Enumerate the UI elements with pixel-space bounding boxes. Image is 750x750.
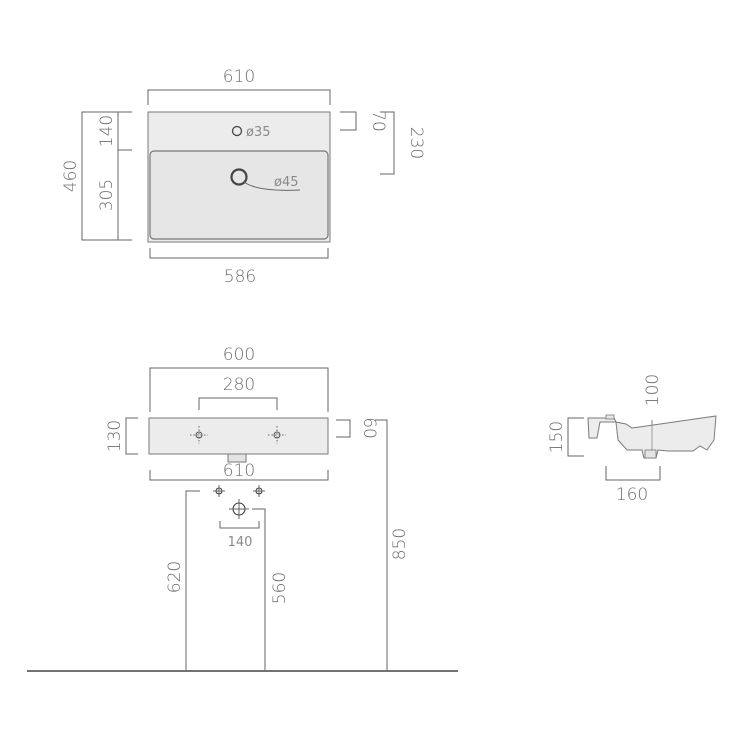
dim-line-140-pipes xyxy=(219,521,260,529)
dim-label-230: 230 xyxy=(406,127,426,159)
dim-line-610-top xyxy=(147,89,331,105)
basin-front-outline xyxy=(148,417,329,455)
dim-line-850 xyxy=(375,419,388,670)
dim-label-140-pipes: 140 xyxy=(228,535,253,550)
dim-line-305 xyxy=(117,149,132,241)
tap-hole-icon xyxy=(231,125,243,137)
dim-label-150: 150 xyxy=(547,421,567,453)
dim-label-610-top: 610 xyxy=(223,67,255,87)
dim-label-160: 160 xyxy=(616,485,648,505)
side-tap-boss xyxy=(605,414,615,420)
dim-label-140: 140 xyxy=(97,115,117,147)
top-view: 610 ø35 ø45 586 460 140 305 70 230 xyxy=(61,67,426,287)
dim-label-560: 560 xyxy=(270,572,290,604)
dim-line-280 xyxy=(198,397,278,410)
dim-line-586 xyxy=(149,248,329,259)
dim-label-70: 70 xyxy=(368,110,388,132)
dim-line-160 xyxy=(605,466,661,481)
dim-label-610-front: 610 xyxy=(223,461,255,481)
fixing-point-left-icon xyxy=(190,426,208,444)
drain-leader-line xyxy=(243,181,301,191)
dim-line-150 xyxy=(567,417,584,457)
dim-label-100: 100 xyxy=(643,374,663,406)
waste-connector-icon xyxy=(229,499,249,519)
dim-label-60: 60 xyxy=(359,417,379,439)
dim-label-620: 620 xyxy=(165,561,185,593)
supply-connector-left-icon xyxy=(213,485,225,497)
dim-label-600: 600 xyxy=(223,345,255,365)
dim-line-610-front xyxy=(149,470,329,481)
dim-label-280: 280 xyxy=(223,375,255,395)
drain-hole-icon xyxy=(230,168,248,186)
dim-line-140 xyxy=(117,111,132,151)
front-view: 600 280 610 130 60 xyxy=(27,345,458,672)
dim-line-560 xyxy=(252,508,266,670)
dim-line-230 xyxy=(380,111,395,175)
dim-line-60 xyxy=(336,419,351,438)
dim-line-600 xyxy=(149,367,329,412)
dim-label-586: 586 xyxy=(224,267,256,287)
side-bowl-edge xyxy=(615,421,619,441)
dim-label-460: 460 xyxy=(61,160,81,192)
dim-line-460 xyxy=(81,111,132,241)
drain-hole-label: ø45 xyxy=(274,175,299,190)
dim-label-850: 850 xyxy=(390,528,410,560)
tap-hole-label: ø35 xyxy=(246,125,271,140)
fixing-point-right-icon xyxy=(268,426,286,444)
dim-label-305: 305 xyxy=(97,179,117,211)
supply-connector-right-icon xyxy=(253,485,265,497)
dim-line-70 xyxy=(340,111,357,131)
side-drain-outlet xyxy=(644,449,657,459)
dim-line-130 xyxy=(125,417,138,455)
side-wall-inner xyxy=(596,421,601,439)
drain-outlet xyxy=(227,453,247,463)
basin-bowl-outline xyxy=(149,150,329,240)
dim-label-130: 130 xyxy=(105,420,125,452)
dim-line-620 xyxy=(185,490,200,670)
side-view: 100 150 160 xyxy=(547,374,717,505)
